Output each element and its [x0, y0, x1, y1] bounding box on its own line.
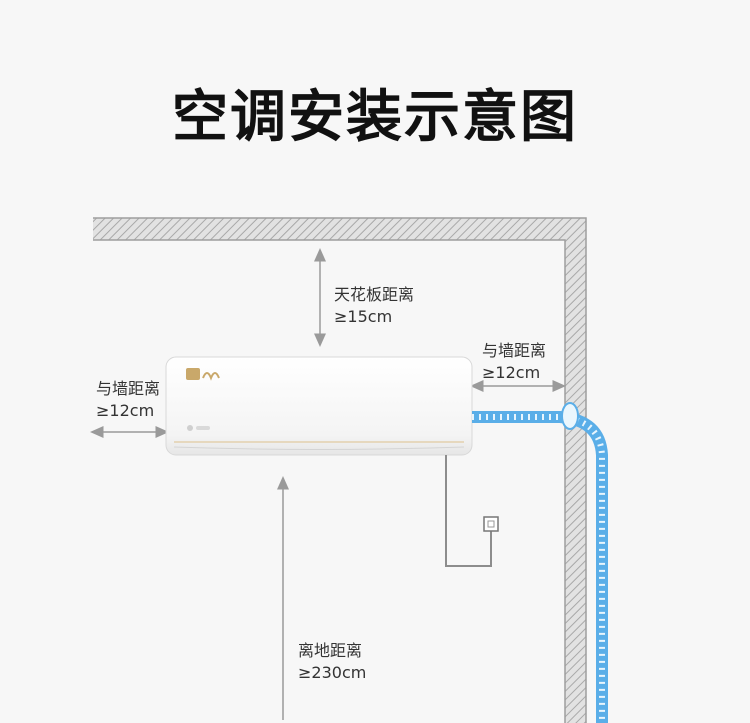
right-wall-distance-label: 与墙距离 ≥12cm: [482, 340, 546, 384]
left-wall-distance-label: 与墙距离 ≥12cm: [96, 378, 160, 422]
floor-distance-value: ≥230cm: [298, 663, 367, 682]
right-wall: [565, 218, 586, 723]
ceiling-distance-name: 天花板距离: [334, 285, 415, 304]
floor-distance-name: 离地距离: [298, 641, 363, 660]
left-wall-distance-value: ≥12cm: [96, 401, 155, 420]
left-wall-distance-name: 与墙距离: [96, 379, 161, 398]
floor-distance-label: 离地距离 ≥230cm: [298, 640, 366, 684]
ceiling-slab: [93, 218, 586, 240]
room-inner-outline: [93, 239, 566, 723]
dimension-arrows: [90, 248, 566, 720]
ac-indoor-unit: [165, 356, 473, 456]
drain-line: [445, 455, 499, 567]
room-outer-outline: [93, 217, 587, 723]
midea-logo: [186, 368, 220, 431]
right-wall-distance-name: 与墙距离: [482, 341, 547, 360]
wall-sleeve: [561, 402, 579, 430]
ceiling-distance-value: ≥15cm: [334, 307, 393, 326]
right-wall-distance-value: ≥12cm: [482, 363, 541, 382]
room-walls: [93, 217, 587, 723]
ceiling-distance-label: 天花板距离 ≥15cm: [334, 284, 414, 328]
refrigerant-pipe: [472, 402, 608, 723]
power-socket-icon: [483, 516, 499, 532]
page-title: 空调安装示意图: [172, 85, 578, 150]
